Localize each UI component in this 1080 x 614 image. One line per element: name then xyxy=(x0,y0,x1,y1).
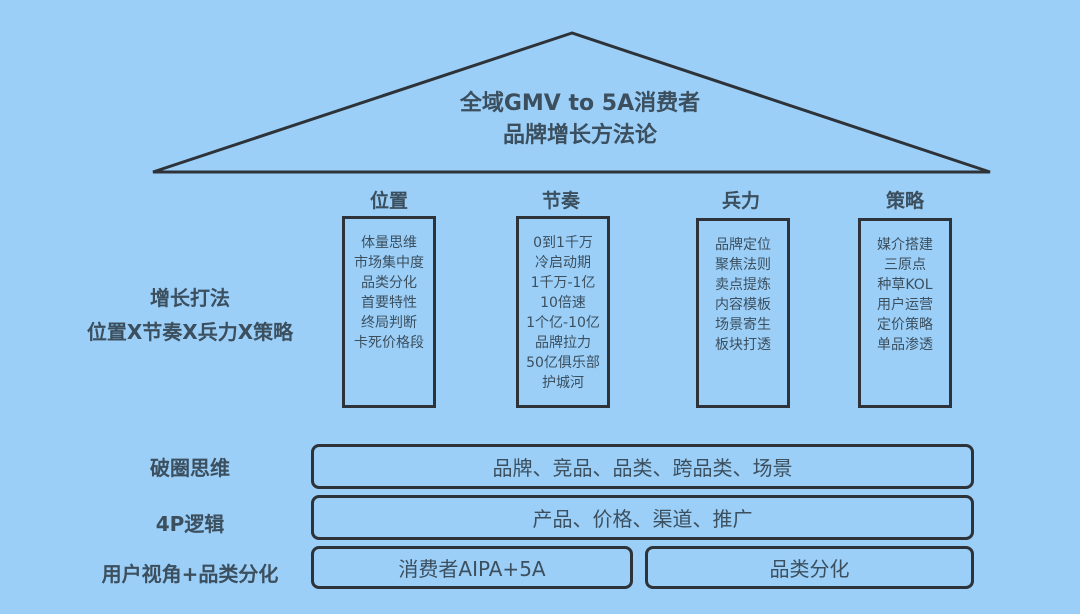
column-title-position: 位置 xyxy=(369,190,408,212)
column-force: 品牌定位 聚焦法则 卖点提炼 内容模板 场景寄生 板块打透 xyxy=(696,218,790,408)
row-label-4p: 4P逻辑 xyxy=(155,512,225,536)
column-item: 单品渗透 xyxy=(877,337,933,353)
column-item: 聚焦法则 xyxy=(715,257,771,273)
column-item: 体量思维 xyxy=(361,235,417,251)
column-item: 用户运营 xyxy=(877,297,933,313)
column-item: 卖点提炼 xyxy=(715,277,771,293)
column-item: 首要特性 xyxy=(361,295,417,311)
column-title-rhythm: 节奏 xyxy=(541,190,580,212)
column-item: 品牌拉力 xyxy=(535,335,591,351)
bar-category: 品类分化 xyxy=(645,546,974,589)
column-item: 0到1千万 xyxy=(533,235,593,251)
column-item: 市场集中度 xyxy=(354,255,424,271)
growth-label-line2: 位置X节奏X兵力X策略 xyxy=(86,320,294,344)
column-item: 1千万-1亿 xyxy=(530,275,596,291)
column-item: 定价策略 xyxy=(877,317,933,333)
column-item: 冷启动期 xyxy=(535,255,591,271)
column-rhythm: 0到1千万 冷启动期 1千万-1亿 10倍速 1个亿-10亿 品牌拉力 50亿俱… xyxy=(516,216,610,408)
column-position: 体量思维 市场集中度 品类分化 首要特性 终局判断 卡死价格段 xyxy=(342,216,436,408)
column-item: 品牌定位 xyxy=(715,237,771,253)
roof-title-line2: 品牌增长方法论 xyxy=(502,123,657,148)
roof-title-line1: 全域GMV to 5A消费者 xyxy=(459,91,701,116)
column-item: 三原点 xyxy=(884,257,926,273)
column-strategy: 媒介搭建 三原点 种草KOL 用户运营 定价策略 单品渗透 xyxy=(858,218,952,408)
column-item: 1个亿-10亿 xyxy=(526,315,600,331)
bar-consumer: 消费者AIPA+5A xyxy=(311,546,633,589)
column-item: 板块打透 xyxy=(715,337,771,353)
bar-breakthrough: 品牌、竞品、品类、跨品类、场景 xyxy=(311,444,974,489)
row-label-user: 用户视角+品类分化 xyxy=(101,562,279,586)
roof-triangle xyxy=(152,31,991,174)
bar-4p: 产品、价格、渠道、推广 xyxy=(311,495,974,540)
column-item: 终局判断 xyxy=(361,315,417,331)
column-item: 10倍速 xyxy=(540,295,586,311)
column-item: 媒介搭建 xyxy=(877,237,933,253)
growth-label-line1: 增长打法 xyxy=(150,286,230,310)
column-item: 种草KOL xyxy=(877,277,933,293)
column-title-strategy: 策略 xyxy=(885,190,924,212)
column-title-force: 兵力 xyxy=(721,190,760,212)
column-item: 卡死价格段 xyxy=(354,335,424,351)
column-item: 场景寄生 xyxy=(715,317,771,333)
column-item: 护城河 xyxy=(542,375,584,391)
column-item: 内容模板 xyxy=(715,297,771,313)
row-label-breakthrough: 破圈思维 xyxy=(150,456,230,480)
column-item: 50亿俱乐部 xyxy=(526,355,600,371)
column-item: 品类分化 xyxy=(361,275,417,291)
